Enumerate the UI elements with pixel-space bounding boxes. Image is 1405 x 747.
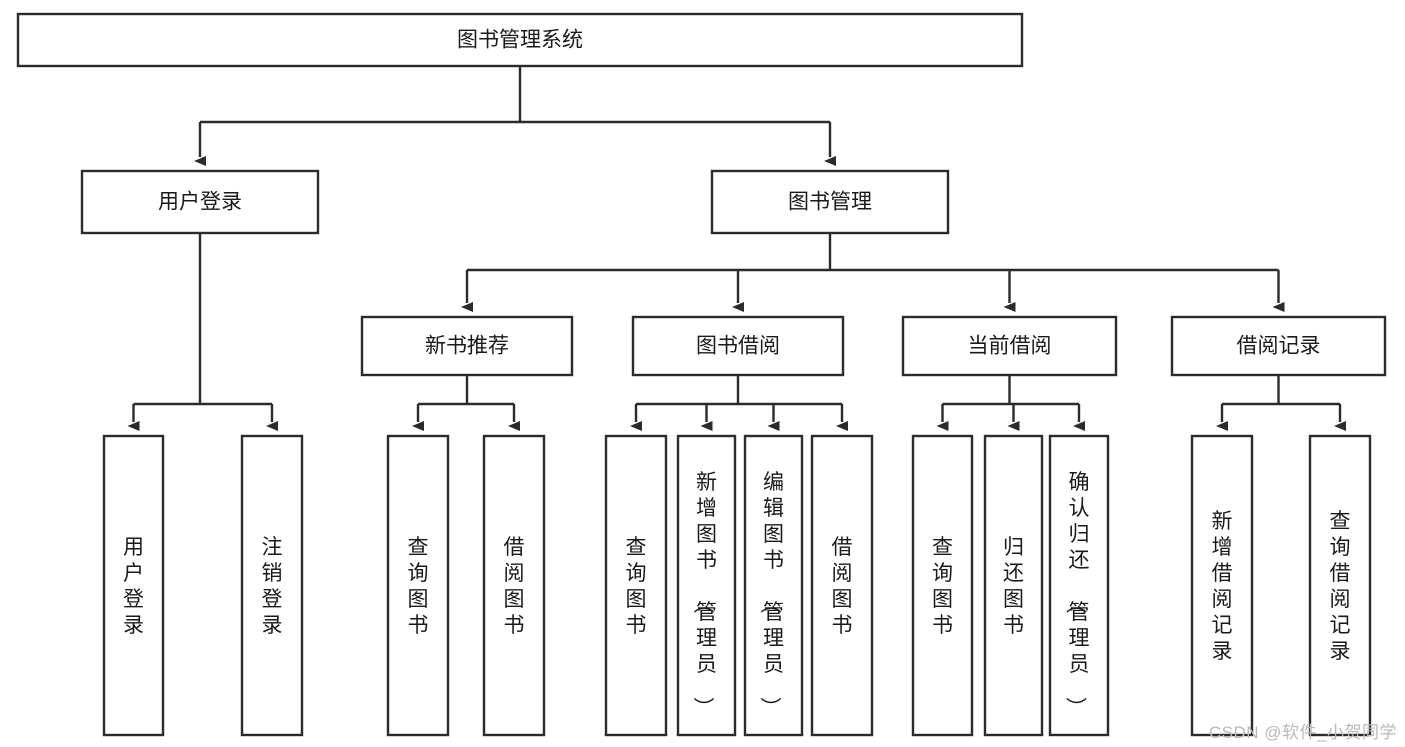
node-box bbox=[743, 434, 804, 737]
node-label: 查询图书 bbox=[626, 536, 647, 637]
node-leaf-用户登录-0[interactable]: 用户登录 bbox=[102, 434, 165, 737]
node-leaf-归还图书-9[interactable]: 归还图书 bbox=[983, 434, 1044, 737]
node-box bbox=[631, 315, 845, 377]
node-label: 确认归还（管理员） bbox=[1064, 471, 1090, 718]
node-leaf-注销登录-1[interactable]: 注销登录 bbox=[240, 434, 304, 737]
node-box bbox=[482, 434, 546, 737]
node-leaf-确认归还管理员-10[interactable]: 确认归还（管理员） bbox=[1048, 434, 1110, 737]
node-label: 图书管理 bbox=[788, 191, 872, 214]
node-root-图书管理系统[interactable]: 图书管理系统 bbox=[16, 12, 1024, 68]
node-box bbox=[16, 12, 1024, 68]
node-label: 用户登录 bbox=[158, 191, 242, 214]
node-label: 归还图书 bbox=[1003, 536, 1024, 637]
node-level2-图书管理-1[interactable]: 图书管理 bbox=[710, 169, 950, 235]
node-label: 编辑图书（管理员） bbox=[758, 471, 784, 718]
node-leaf-查询图书-8[interactable]: 查询图书 bbox=[911, 434, 974, 737]
node-box bbox=[1190, 434, 1254, 737]
node-box bbox=[901, 315, 1118, 377]
node-box bbox=[1308, 434, 1372, 737]
node-box bbox=[983, 434, 1044, 737]
node-box bbox=[604, 434, 668, 737]
node-box bbox=[1170, 315, 1387, 377]
node-label: 图书借阅 bbox=[696, 335, 780, 358]
node-box bbox=[911, 434, 974, 737]
node-leaf-查询借阅记录-12[interactable]: 查询借阅记录 bbox=[1308, 434, 1372, 737]
node-level3-借阅记录-3[interactable]: 借阅记录 bbox=[1170, 315, 1387, 377]
node-label: 借阅记录 bbox=[1237, 335, 1321, 358]
node-leaf-借阅图书-7[interactable]: 借阅图书 bbox=[810, 434, 874, 737]
node-level2-用户登录-0[interactable]: 用户登录 bbox=[80, 169, 320, 235]
node-label: 当前借阅 bbox=[968, 335, 1052, 358]
node-box bbox=[810, 434, 874, 737]
node-label: 查询图书 bbox=[932, 536, 953, 637]
node-box bbox=[360, 315, 574, 377]
node-leaf-新增借阅记录-11[interactable]: 新增借阅记录 bbox=[1190, 434, 1254, 737]
node-label: 查询借阅记录 bbox=[1330, 510, 1351, 663]
node-box bbox=[240, 434, 304, 737]
node-level3-当前借阅-2[interactable]: 当前借阅 bbox=[901, 315, 1118, 377]
node-label: 新增图书（管理员） bbox=[691, 471, 717, 718]
node-label: 新书推荐 bbox=[425, 335, 509, 358]
node-leaf-查询图书-4[interactable]: 查询图书 bbox=[604, 434, 668, 737]
node-leaf-编辑图书管理员-6[interactable]: 编辑图书（管理员） bbox=[743, 434, 804, 737]
node-label: 借阅图书 bbox=[504, 536, 525, 637]
watermark-label: CSDN @软件_小贺同学 bbox=[1208, 723, 1397, 742]
node-leaf-新增图书管理员-5[interactable]: 新增图书（管理员） bbox=[676, 434, 737, 737]
edge-layer bbox=[127, 66, 1346, 431]
node-box bbox=[80, 169, 320, 235]
node-box bbox=[710, 169, 950, 235]
node-box bbox=[386, 434, 450, 737]
node-level3-图书借阅-1[interactable]: 图书借阅 bbox=[631, 315, 845, 377]
node-box bbox=[102, 434, 165, 737]
node-label: 新增借阅记录 bbox=[1212, 510, 1233, 663]
node-layer: 图书管理系统用户登录图书管理新书推荐图书借阅当前借阅借阅记录用户登录注销登录查询… bbox=[16, 12, 1387, 737]
node-box bbox=[1048, 434, 1110, 737]
node-label: 图书管理系统 bbox=[457, 29, 583, 52]
node-label: 注销登录 bbox=[262, 536, 283, 637]
node-label: 借阅图书 bbox=[832, 536, 853, 637]
node-leaf-查询图书-2[interactable]: 查询图书 bbox=[386, 434, 450, 737]
node-level3-新书推荐-0[interactable]: 新书推荐 bbox=[360, 315, 574, 377]
node-box bbox=[676, 434, 737, 737]
node-leaf-借阅图书-3[interactable]: 借阅图书 bbox=[482, 434, 546, 737]
node-label: 查询图书 bbox=[408, 536, 429, 637]
node-label: 用户登录 bbox=[123, 536, 144, 637]
